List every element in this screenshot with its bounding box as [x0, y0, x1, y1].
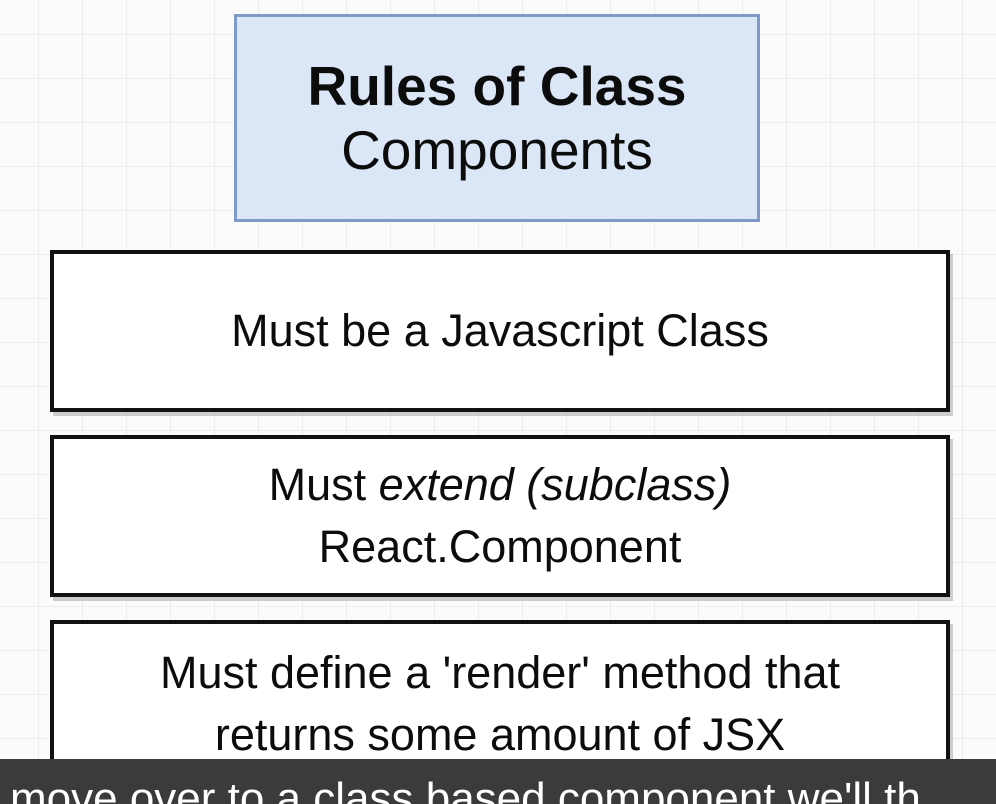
- rule-line-1: Must define a 'render' method that: [159, 647, 841, 698]
- rule-line-2: returns some amount of JSX: [214, 709, 786, 760]
- title-line-2: Components: [341, 119, 653, 181]
- caption-text: move over to a class based component we'…: [10, 774, 921, 804]
- rule-line-2: React.Component: [318, 521, 682, 572]
- rule-text: Must be a Javascript Class: [231, 305, 769, 356]
- title-line-1: Rules of Class: [307, 55, 687, 117]
- rule-box-render-method: Must define a 'render' method that retur…: [50, 620, 950, 784]
- caption-bar: move over to a class based component we'…: [0, 759, 996, 804]
- rule-emphasis: extend (subclass): [378, 459, 732, 510]
- rule-prefix: Must: [268, 459, 379, 510]
- title-box: Rules of Class Components: [234, 14, 760, 222]
- rule-line-1: Must extend (subclass): [269, 454, 732, 516]
- rule-box-extend-component: Must extend (subclass) React.Component: [50, 435, 950, 597]
- rule-box-javascript-class: Must be a Javascript Class: [50, 250, 950, 412]
